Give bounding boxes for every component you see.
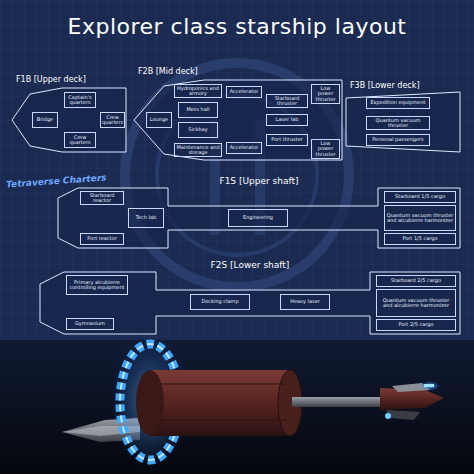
room-box: Sickbay	[178, 122, 218, 138]
deck-heading: F2S [Lower shaft]	[211, 260, 290, 270]
room-box: Expedition equipment	[366, 97, 430, 109]
deck-heading: F3B [Lower deck]	[350, 81, 420, 90]
deck-heading: F2B [Mid deck]	[138, 67, 198, 76]
room-label: Quantum vacuum thruster	[368, 118, 428, 129]
deck-heading: F1S [Upper shaft]	[219, 176, 298, 186]
room-box: Mess hall	[178, 102, 218, 118]
deck-heading: F1B [Upper deck]	[16, 75, 86, 84]
room-box: Port 2/5 cargo	[376, 319, 456, 331]
room-label: Low power thruster	[313, 141, 338, 158]
room-box: Low power thruster	[311, 84, 340, 104]
hull-path	[134, 80, 342, 160]
room-label: Starboard thruster	[268, 96, 306, 107]
room-label: Sickbay	[188, 127, 207, 133]
room-box: Low power thruster	[311, 139, 340, 159]
deck-outline: F2B [Mid deck]Hydroponics and armoryLoun…	[134, 78, 342, 162]
room-box: Laser lab	[266, 114, 308, 126]
room-box: Tech lab	[128, 208, 164, 228]
room-label: Starboard reactor	[82, 193, 122, 204]
room-box: Quantum vacuum thruster and alcubierre h…	[384, 205, 456, 231]
room-label: Bridge	[37, 117, 53, 123]
room-label: Maintenance and storage	[176, 145, 220, 156]
room-box: Accelerator	[226, 142, 262, 154]
room-label: Port 1/5 cargo	[402, 236, 437, 242]
room-label: Gymnasium	[75, 321, 105, 327]
room-label: Quantum vacuum thruster and alcubierre h…	[378, 298, 454, 309]
room-box: Quantum vacuum thruster and alcubierre h…	[376, 289, 456, 317]
room-box: Hydroponics and armory	[174, 84, 222, 98]
deck-outline: F2S [Lower shaft]Primary alcubierre cont…	[40, 272, 460, 334]
room-box: Bridge	[32, 112, 58, 128]
room-label: Crew quarters	[102, 115, 123, 126]
hull-path	[40, 272, 460, 334]
room-label: Tech lab	[136, 215, 156, 221]
deck-outline: F1S [Upper shaft]Starboard reactorPort r…	[58, 188, 460, 248]
room-label: Starboard 2/5 cargo	[391, 278, 441, 284]
room-box: Quantum vacuum thruster	[366, 116, 430, 130]
room-box: Port thruster	[266, 134, 308, 146]
room-label: Primary alcubierre controlling equipment	[68, 280, 126, 291]
room-box: Port 1/5 cargo	[384, 233, 456, 245]
room-box: Crew quarters	[100, 112, 125, 128]
room-box: Starboard 2/5 cargo	[376, 275, 456, 287]
hull-path	[346, 92, 460, 152]
ship-render	[62, 336, 444, 468]
room-label: Hydroponics and armory	[176, 86, 220, 97]
room-box: Lounge	[146, 112, 172, 128]
room-box: Accelerator	[226, 86, 262, 98]
room-label: Lounge	[150, 117, 168, 123]
room-label: Expedition equipment	[370, 100, 425, 106]
diagram-title: Explorer class starship layout	[0, 14, 474, 39]
room-label: Heavy laser	[290, 299, 320, 305]
room-label: Port 2/5 cargo	[398, 322, 433, 328]
room-label: Port reactor	[87, 236, 116, 242]
room-box: Crew quarters	[64, 132, 96, 148]
room-box: Primary alcubierre controlling equipment	[66, 275, 128, 295]
room-label: Accelerator	[230, 89, 259, 95]
room-box: Personal passengers	[366, 134, 430, 146]
hull-path	[58, 188, 460, 248]
room-box: Engineering	[228, 209, 288, 227]
room-box: Starboard 1/5 cargo	[384, 191, 456, 203]
deck-outline: F3B [Lower deck]Expedition equipmentQuan…	[346, 92, 460, 152]
room-label: Engineering	[243, 215, 273, 221]
room-box: Docking clamp	[190, 294, 250, 310]
room-box: Heavy laser	[280, 294, 330, 310]
room-box: Captain's quarters	[64, 92, 96, 108]
deck-outline: F1B [Upper deck]BridgeCaptain's quarters…	[12, 86, 126, 154]
room-label: Docking clamp	[201, 299, 238, 305]
hull-path	[12, 88, 126, 152]
room-box: Gymnasium	[66, 318, 114, 330]
room-label: Starboard 1/5 cargo	[395, 194, 445, 200]
room-label: Personal passengers	[372, 137, 423, 143]
room-label: Crew quarters	[66, 135, 94, 146]
room-label: Laser lab	[276, 117, 299, 123]
room-box: Starboard thruster	[266, 94, 308, 108]
room-label: Accelerator	[230, 145, 259, 151]
room-label: Quantum vacuum thruster and alcubierre h…	[386, 213, 454, 224]
room-box: Maintenance and storage	[174, 143, 222, 157]
room-label: Captain's quarters	[66, 95, 94, 106]
room-label: Port thruster	[271, 137, 303, 143]
room-box: Port reactor	[80, 233, 124, 245]
room-label: Mess hall	[186, 107, 209, 113]
room-box: Starboard reactor	[80, 191, 124, 205]
room-label: Low power thruster	[313, 86, 338, 103]
